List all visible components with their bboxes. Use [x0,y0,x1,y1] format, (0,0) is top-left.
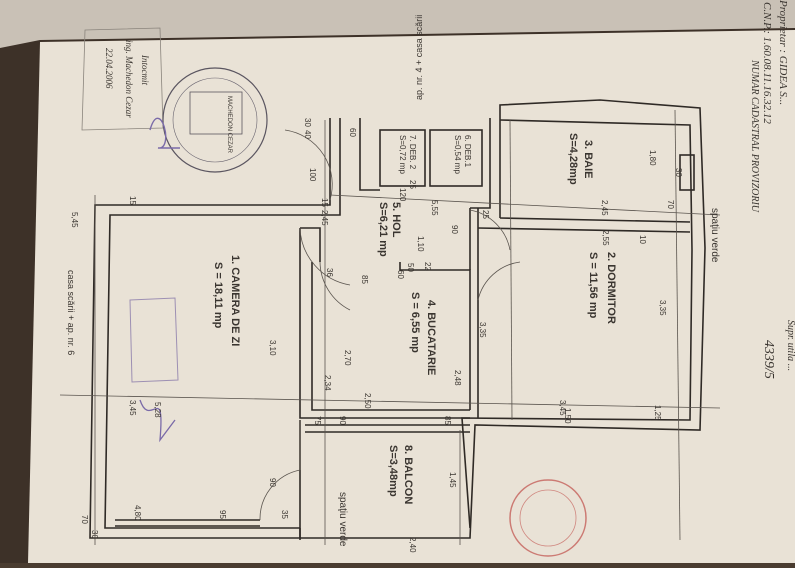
dimension-label: 36 [325,268,334,277]
stair-top: ap. nr. 4 + casa scării [414,15,424,100]
green-space-top: spaţiu verde [709,208,720,263]
room-name-balcon: 8. BALCON [402,445,414,504]
dimension-label: 120 [398,188,407,202]
dimension-label: 60 [396,270,405,279]
dimension-label: 15 [320,198,329,207]
dimension-label: 50 [406,263,415,272]
dimension-label: 25 [481,210,490,219]
dimension-label: 100 [308,168,317,182]
cadastre-stamp: MACHEDON CEZAR [149,67,268,173]
room-name-deb2: 7. DEB. 2 [408,135,417,170]
dimension-label: 25 [408,180,417,189]
dimension-label: 1,10 [416,236,425,252]
dimension-label: 60 [348,128,357,137]
dimension-label: 1,50 [563,408,572,424]
dimension-label: 90 [338,416,347,425]
room-labels: 1. CAMERA DE ZI S = 18,11 mp 2. DORMITOR… [212,133,617,504]
dimension-label: 2,48 [453,370,462,386]
dimension-label: 3,45 [128,400,137,416]
dimension-label: 3,35 [658,300,667,316]
room-name-hol: 5. HOL [390,202,402,238]
dimension-label: 70 [666,200,675,209]
room-name-camera-de-zi: 1. CAMERA DE ZI [229,255,241,346]
dimension-label: 1,25 [653,405,662,421]
room-name-bucatarie: 4. BUCATARIE [425,300,437,375]
dimension-label: 10 [638,235,647,244]
dimension-label: 3,35 [478,322,487,338]
dimension-label: 2,40 [408,537,417,553]
useful-area-label: Supr. utila ... [785,320,795,371]
dimension-label: 5,45 [70,212,79,228]
room-area-balcon: S=3,48mp [387,445,399,497]
room-area-camera-de-zi: S = 18,11 mp [212,262,224,329]
owner-label: Proprietar : GIDEA S... [777,0,789,105]
dimension-label: 15 [128,196,137,205]
author-title: Intocmit [140,54,150,85]
room-name-deb1: 6. DEB.1 [463,135,472,168]
interior-walls [299,118,691,419]
dimension-label: 30 [90,530,99,539]
room-name-dormitor: 2. DORMITOR [605,252,617,324]
room-area-bucatarie: S = 6,55 mp [409,292,421,353]
cnp-text: C.N.P.: 1.60.08.11.16.32.12 [761,2,773,124]
dimension-label: 85 [443,416,452,425]
dimension-label: 90 [450,225,459,234]
dimension-label: 30 [303,118,312,127]
dimension-label: 2,70 [343,350,352,366]
dimension-label: 1,80 [648,150,657,166]
stair-bottom: casa scării + ap. nr. 6 [66,270,76,355]
dimension-label: 5,55 [430,200,439,216]
cadastral-number: 4339/5 [761,340,776,379]
document-header: Proprietar : GIDEA S... C.N.P.: 1.60.08.… [749,0,795,379]
dimension-lines [59,109,721,545]
author-box: Intocmit ing. Machedon Cezar 22.04.2006 [81,27,164,131]
room-name-baie: 3. BAIE [582,140,594,179]
dimension-label: 3,10 [268,340,277,356]
dimension-label: 85 [360,275,369,284]
room-area-dormitor: S = 11,56 mp [587,252,599,319]
room-area-deb1: S=0,54 mp [453,135,462,174]
dimension-label: 40 [303,130,312,139]
dimension-label: 90 [268,478,277,487]
dimension-label: 75 [313,416,322,425]
dimension-label: 30 [674,168,683,177]
paper-edge [0,0,795,48]
dimension-label: 2,34 [323,375,332,391]
paper-sheet [28,30,795,563]
dimension-label: 95 [218,510,227,519]
green-space-bottom: spaţiu verde [337,492,348,547]
author-date: 22.04.2006 [104,48,114,89]
dimension-label: 22 [423,262,432,271]
dimension-label: 2,45 [320,210,329,226]
dimension-label: 2,55 [601,230,610,246]
red-stamp [509,479,587,557]
dimension-label: 2,50 [363,393,372,409]
room-area-hol: S=6,21 mp [377,202,389,257]
author-name: ing. Machedon Cezar [124,40,134,118]
dimension-label: 5,28 [153,402,162,418]
dimension-label: 1,45 [448,472,457,488]
room-area-baie: S=4,28mp [567,133,579,185]
cadastral-label: NUMAR CADASTRAL PROVIZORIU [749,59,760,213]
outer-walls [89,99,706,540]
validation-stamp [129,297,179,443]
door-swings [259,129,521,521]
dimension-label: 3,45 [558,400,567,416]
inner-stamp-text: MACHEDON CEZAR [226,96,232,154]
surroundings-labels: spaţiu verde spaţiu verde ap. nr. 4 + ca… [66,15,720,547]
signature [149,117,180,149]
dimension-label: 2,45 [600,200,609,216]
room-area-deb2: S=0,72 mp [398,135,407,174]
dimension-labels: 3,352,552,451,803070101,251,503,453,352,… [70,118,683,553]
dimension-label: 70 [80,515,89,524]
dimension-label: 35 [280,510,289,519]
dimension-label: 4,80 [133,505,142,521]
